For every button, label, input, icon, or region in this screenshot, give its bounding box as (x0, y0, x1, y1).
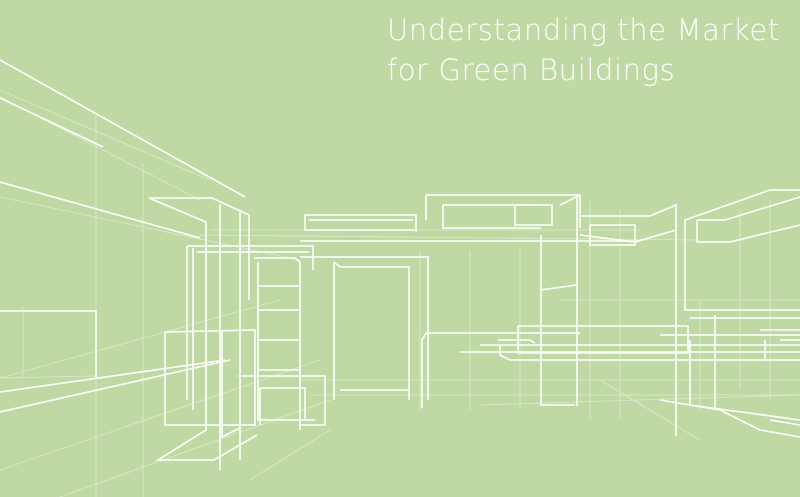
title-line-2: for Green Buildings (387, 53, 676, 87)
document-title: Understanding the Market for Green Build… (387, 10, 780, 90)
title-line-1: Understanding the Market (387, 13, 780, 47)
